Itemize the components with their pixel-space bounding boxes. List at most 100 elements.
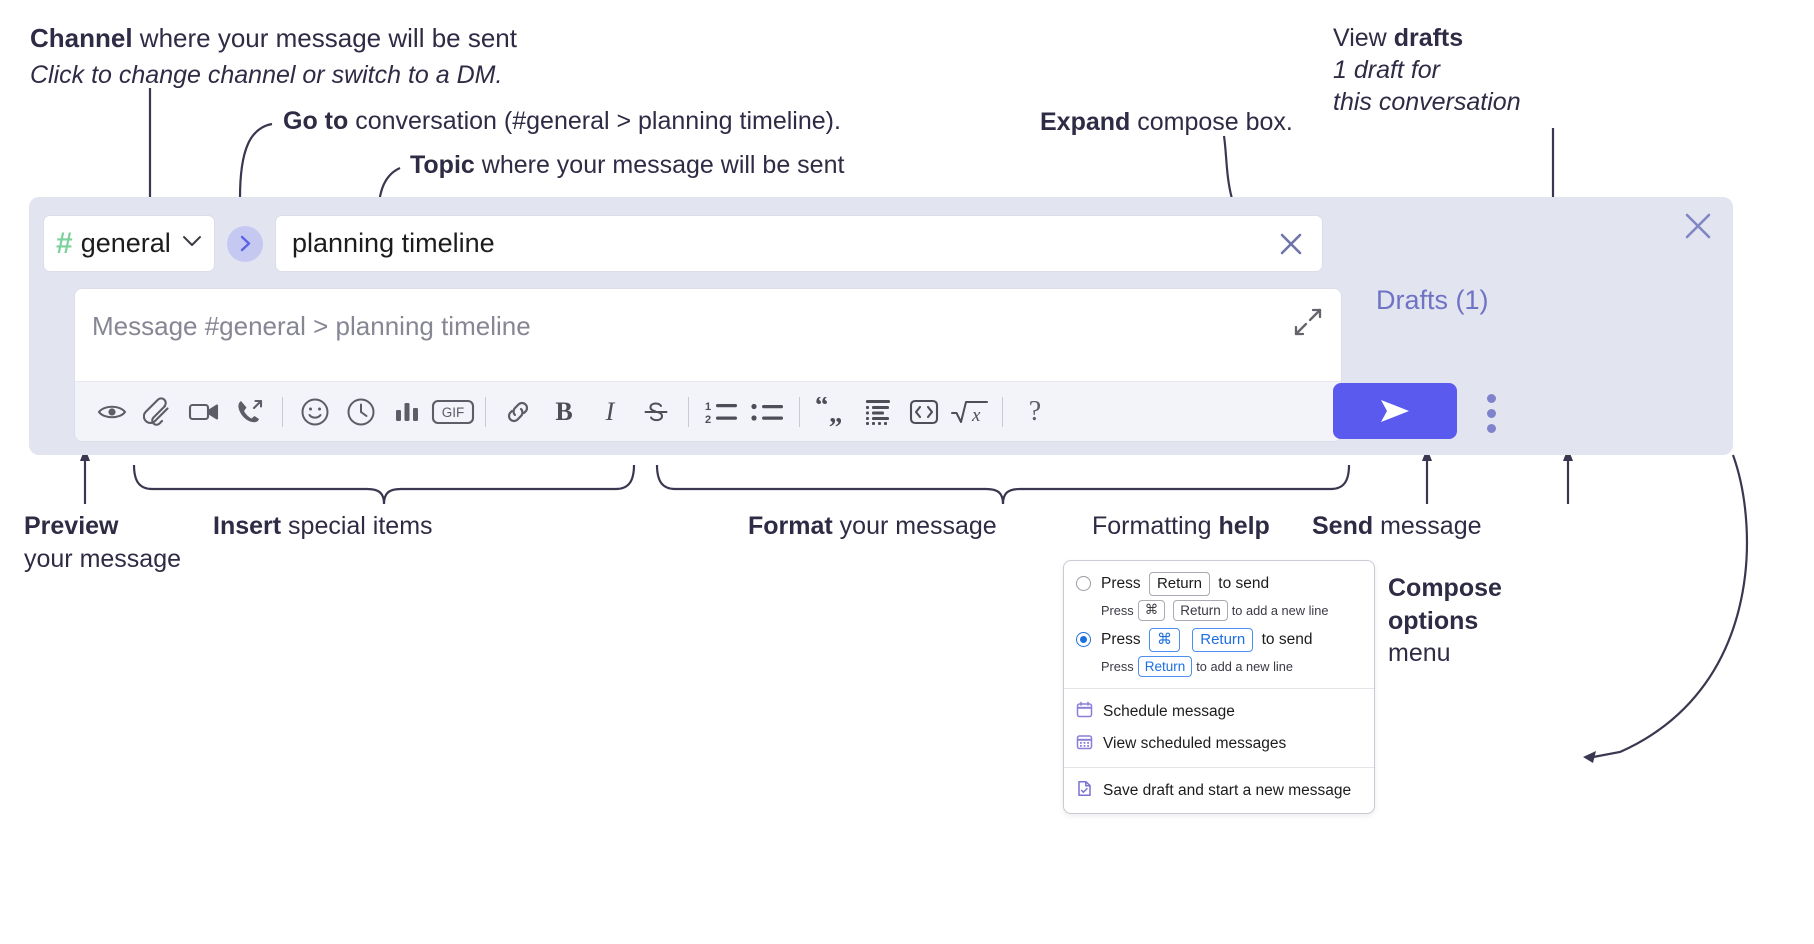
annotation-drafts-bold: drafts [1393, 24, 1464, 52]
message-placeholder: Message #general > planning timeline [92, 311, 531, 341]
annotation-drafts-line3: this conversation [1333, 88, 1521, 116]
message-compose-box[interactable]: Message #general > planning timeline [74, 288, 1342, 442]
option1-prefix: Press [1101, 575, 1141, 592]
option1-sub-prefix: Press [1101, 602, 1134, 618]
gif-icon[interactable]: GIF [430, 389, 476, 435]
drafts-link[interactable]: Drafts (1) [1376, 285, 1489, 315]
toolbar-separator [688, 396, 689, 427]
annotation-topic-bold: Topic [410, 151, 475, 179]
annotation-send: Send message [1312, 510, 1482, 543]
topic-field[interactable]: planning timeline [275, 215, 1323, 272]
topic-value: planning timeline [292, 228, 495, 258]
annotation-insert: Insert special items [213, 510, 433, 543]
option1-sub-key-cmd: ⌘ [1137, 599, 1166, 622]
menu-item-save-draft[interactable]: Save draft and start a new message [1064, 775, 1374, 807]
save-draft-icon [1076, 780, 1093, 802]
goto-conversation-button[interactable] [227, 225, 263, 262]
annotation-preview: Preview your message [24, 510, 181, 576]
annotation-compose-options: Compose options menu [1388, 572, 1502, 670]
option2-sub-suffix: to add a new line [1196, 658, 1294, 674]
call-phone-icon[interactable] [227, 389, 273, 435]
annotation-expand: Expand compose box. [1040, 106, 1293, 139]
attachment-paperclip-icon[interactable] [135, 389, 181, 435]
annotation-format-bold: Format [748, 512, 833, 540]
blockquote-icon[interactable]: “„ [809, 389, 855, 435]
chevron-down-icon [182, 235, 202, 253]
toolbar-separator [1002, 396, 1003, 427]
menu-divider [1064, 688, 1374, 690]
toolbar-separator [485, 396, 486, 427]
compose-options-dropdown: Press Return to send Press ⌘ Return to a… [1063, 560, 1375, 815]
menu-item-label: Save draft and start a new message [1103, 782, 1352, 800]
emoji-smiley-icon[interactable] [292, 389, 338, 435]
option1-suffix: to send [1218, 575, 1270, 592]
option2-sub-prefix: Press [1101, 658, 1134, 674]
annotation-send-rest: message [1373, 512, 1482, 540]
annotation-fhelp-rest: Formatting [1092, 512, 1219, 540]
annotation-goto-rest: conversation (#general > planning timeli… [348, 107, 841, 135]
code-inline-icon[interactable] [901, 389, 947, 435]
option2-key-return: Return [1192, 628, 1254, 652]
annotation-format-rest: your message [832, 512, 997, 540]
poll-bars-icon[interactable] [384, 389, 430, 435]
annotation-drafts-line2: 1 draft for [1333, 56, 1440, 84]
annotation-compose-line1: Compose [1388, 574, 1502, 602]
preview-eye-icon[interactable] [89, 389, 135, 435]
math-icon[interactable]: x [947, 389, 993, 435]
toolbar-separator [799, 396, 800, 427]
schedule-clock-icon[interactable] [338, 389, 384, 435]
option2-key-cmd: ⌘ [1148, 628, 1180, 652]
compose-options-menu-button[interactable] [1476, 387, 1506, 439]
kebab-dot [1486, 423, 1496, 433]
help-question-glyph: ? [1028, 395, 1042, 427]
menu-item-label: View scheduled messages [1103, 735, 1287, 753]
annotation-goto-bold: Go to [283, 107, 349, 135]
menu-item-label: Schedule message [1103, 703, 1235, 721]
radio-unselected-icon[interactable] [1076, 576, 1091, 592]
annotation-topic-rest: where your message will be sent [474, 151, 845, 179]
menu-item-schedule-message[interactable]: Schedule message [1064, 696, 1374, 728]
send-option-return-sub: Press ⌘ Return to add a new line [1064, 599, 1374, 626]
formatting-help-icon[interactable]: ? [1012, 389, 1058, 435]
annotation-preview-bold: Preview [24, 512, 119, 540]
bulleted-list-icon[interactable] [744, 389, 790, 435]
strikethrough-icon[interactable] [633, 389, 679, 435]
code-block-icon[interactable] [855, 389, 901, 435]
annotation-goto: Go to conversation (#general > planning … [283, 105, 841, 138]
option2-sub-key-return: Return [1137, 655, 1193, 678]
send-option-return[interactable]: Press Return to send [1064, 569, 1374, 599]
radio-selected-icon[interactable] [1076, 632, 1091, 648]
svg-text:GIF: GIF [442, 405, 465, 420]
menu-item-view-scheduled[interactable]: View scheduled messages [1064, 728, 1374, 760]
svg-text:“: “ [815, 397, 829, 420]
svg-text:x: x [971, 405, 981, 426]
annotation-fhelp-bold: help [1218, 512, 1270, 540]
expand-icon[interactable] [1293, 307, 1325, 339]
send-option-cmd-return[interactable]: Press ⌘ Return to send [1064, 625, 1374, 655]
annotation-drafts-rest: View [1333, 24, 1394, 52]
video-camera-icon[interactable] [181, 389, 227, 435]
annotation-preview-line2: your message [24, 545, 182, 573]
send-option-cmd-return-sub: Press Return to add a new line [1064, 655, 1374, 682]
option1-sub-suffix: to add a new line [1231, 602, 1329, 618]
option2-suffix: to send [1261, 631, 1313, 649]
annotation-compose-line3: menu [1388, 639, 1451, 667]
annotation-formatting-help: Formatting help [1092, 510, 1270, 543]
clear-topic-icon[interactable] [1274, 227, 1308, 261]
channel-selector[interactable]: # general [43, 215, 215, 272]
send-button[interactable] [1333, 383, 1457, 439]
compose-panel: # general planning timeline Message #gen… [29, 197, 1733, 455]
link-icon[interactable] [495, 389, 541, 435]
close-icon[interactable] [1681, 209, 1715, 243]
kebab-dot [1486, 393, 1496, 403]
svg-text:1: 1 [705, 401, 711, 413]
svg-text:B: B [555, 397, 572, 426]
italic-icon[interactable]: I [587, 389, 633, 435]
bold-icon[interactable]: B [541, 389, 587, 435]
svg-text:I: I [605, 397, 616, 426]
annotation-compose-line2: options [1388, 606, 1479, 635]
option2-prefix: Press [1101, 631, 1141, 649]
